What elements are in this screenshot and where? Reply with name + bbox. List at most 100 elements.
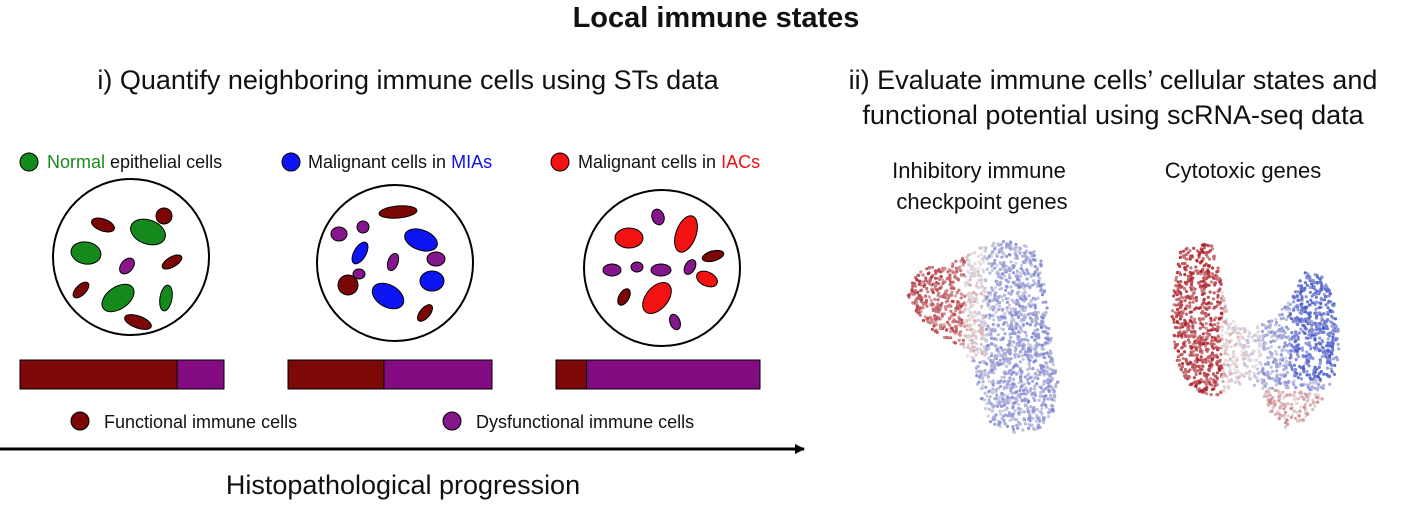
umap-point (1034, 332, 1038, 336)
umap-point (1268, 356, 1272, 360)
umap-point (961, 342, 965, 346)
umap-point (1024, 259, 1028, 263)
umap-point (1277, 397, 1282, 401)
umap-point (1316, 347, 1321, 351)
umap-point (1018, 388, 1022, 393)
umap-point (1318, 277, 1323, 282)
umap-point (1008, 339, 1012, 343)
umap-point (1188, 353, 1192, 357)
umap-point (1212, 342, 1216, 346)
umap-point (1198, 334, 1202, 338)
umap-point (919, 270, 923, 274)
umap-point (1180, 346, 1184, 350)
umap-point (1017, 294, 1021, 298)
umap-point (1210, 244, 1214, 248)
umap-point (1300, 298, 1304, 302)
umap-point (1011, 271, 1016, 275)
umap-point (913, 289, 918, 293)
umap-inhibitory-checkpoint (906, 239, 1060, 434)
umap-point (1018, 350, 1023, 354)
umap-point (1295, 410, 1299, 414)
umap-point (1021, 294, 1025, 298)
umap-point (1024, 305, 1028, 309)
umap-point (1296, 305, 1300, 309)
umap-point (997, 401, 1002, 405)
umap-point (1211, 353, 1216, 357)
umap-point (928, 279, 932, 283)
umap-point (951, 262, 955, 266)
umap-point (1011, 386, 1015, 390)
umap-point (987, 375, 991, 379)
cell-dysfunctional-immune (602, 263, 622, 277)
umap-point (1001, 397, 1005, 401)
umap-point (1007, 303, 1011, 307)
umap-point (982, 336, 986, 341)
umap-point (1309, 331, 1313, 335)
umap-point (1303, 402, 1307, 407)
cell-dysfunctional-immune (356, 220, 370, 234)
umap-point (987, 356, 991, 360)
umap-point (949, 293, 953, 297)
umap-point (1023, 337, 1027, 341)
umap-point (1212, 378, 1216, 382)
umap-point (1247, 374, 1251, 378)
umap-point (1016, 299, 1020, 303)
umap-point (1000, 295, 1004, 299)
umap-point (1027, 362, 1031, 366)
umap-point (942, 335, 947, 340)
umap-point (1008, 253, 1012, 257)
umap-point (1268, 386, 1272, 390)
umap-point (1320, 345, 1324, 349)
umap-point (1033, 347, 1038, 351)
umap-point (1313, 368, 1317, 372)
umap-point (1214, 316, 1218, 320)
umap-point (1307, 373, 1312, 377)
umap-point (1294, 371, 1299, 375)
umap-point (988, 307, 992, 311)
cell-dysfunctional-immune (650, 263, 672, 277)
umap-point (1209, 319, 1213, 323)
umap-point (946, 336, 950, 340)
umap-point (1191, 324, 1195, 328)
neighborhood-iac-outline (583, 189, 741, 347)
umap-point (1028, 389, 1032, 393)
umap-point (1199, 377, 1203, 382)
umap-point (1210, 335, 1214, 339)
umap-point (985, 362, 989, 366)
umap-point (1315, 326, 1319, 330)
umap-point (1028, 376, 1032, 380)
umap-point (995, 299, 999, 303)
umap-point (1221, 369, 1225, 373)
umap-point (1197, 345, 1201, 349)
umap-point (1040, 403, 1044, 407)
umap-point (1003, 293, 1007, 297)
umap-point (961, 310, 965, 314)
umap-point (1012, 412, 1016, 416)
umap-point (1332, 304, 1336, 308)
umap-point (990, 329, 994, 333)
cell-dysfunctional-immune (386, 252, 400, 272)
umap-point (1230, 327, 1234, 332)
umap-point (1321, 350, 1325, 354)
umap-point (1228, 332, 1233, 336)
umap-point (1180, 352, 1184, 356)
umap-point (972, 359, 976, 363)
umap-point (994, 353, 999, 357)
umap-point (1292, 379, 1296, 383)
umap-point (954, 309, 958, 313)
umap-point (1174, 275, 1179, 279)
umap-point (1319, 342, 1323, 346)
umap-point (973, 270, 978, 274)
umap-point (1028, 251, 1032, 255)
umap-point (1297, 318, 1302, 322)
umap-point (1178, 283, 1182, 287)
umap-point (1220, 328, 1224, 332)
umap-point (1222, 372, 1226, 376)
umap-point (1216, 277, 1220, 281)
umap-point (994, 357, 999, 361)
umap-point (1198, 380, 1202, 384)
umap-point (1268, 324, 1272, 328)
umap-point (963, 334, 967, 338)
cell-dysfunctional-immune (630, 261, 644, 273)
bar-normal-functional (19, 359, 178, 390)
